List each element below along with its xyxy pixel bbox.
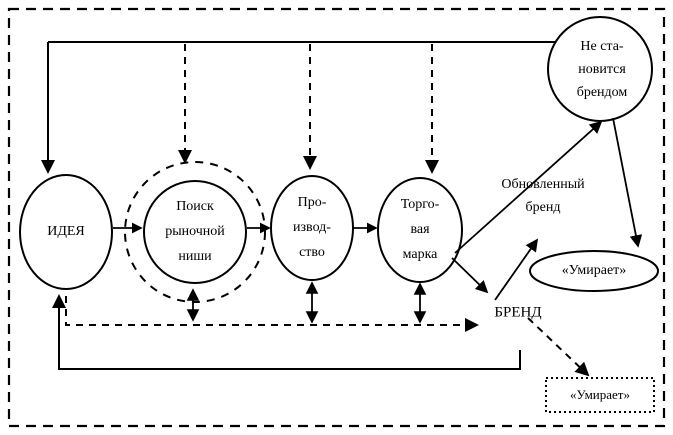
label-niche-line3: ниши xyxy=(178,249,212,264)
label-production-line2: извод- xyxy=(293,220,331,235)
label-niche-line2: рыночной xyxy=(165,224,225,239)
label-niche-line1: Поиск xyxy=(176,199,214,214)
arrow-brand-to-dying-box xyxy=(527,317,590,377)
label-trademark-line2: вая xyxy=(410,222,430,237)
node-dying-box[interactable] xyxy=(545,377,655,413)
arrow-renewed-to-not-brand xyxy=(454,120,603,254)
label-dying-ellipse: «Умирает» xyxy=(562,263,627,278)
label-idea: ИДЕЯ xyxy=(47,224,85,239)
solid-feedback-loop xyxy=(52,294,521,370)
node-niche[interactable] xyxy=(143,180,247,284)
label-not-brand-line1: Не ста- xyxy=(580,39,624,54)
label-renewed-brand-line2: бренд xyxy=(526,200,561,215)
label-not-brand-line3: брендом xyxy=(577,85,628,100)
label-renewed-brand-line1: Обновленный xyxy=(501,177,585,192)
node-production[interactable] xyxy=(270,175,354,281)
arrow-brand-to-renewed xyxy=(494,238,539,301)
label-production-line1: Про- xyxy=(298,195,327,210)
arrow-trademark-to-brand xyxy=(451,257,489,294)
outer-dashed-frame xyxy=(7,7,666,428)
node-trademark[interactable] xyxy=(377,177,463,283)
dashed-feedback-bus xyxy=(65,296,479,332)
node-dying-ellipse[interactable] xyxy=(529,250,659,292)
label-dying-box: «Умирает» xyxy=(570,387,630,402)
arrow-not-brand-to-dying xyxy=(612,117,643,248)
node-idea[interactable] xyxy=(19,174,113,290)
label-brand: БРЕНД xyxy=(494,304,541,320)
label-not-brand-line2: новится xyxy=(578,62,626,77)
label-production-line3: ство xyxy=(299,245,325,260)
label-trademark-line1: Торго- xyxy=(401,197,440,212)
label-trademark-line3: марка xyxy=(403,247,439,262)
